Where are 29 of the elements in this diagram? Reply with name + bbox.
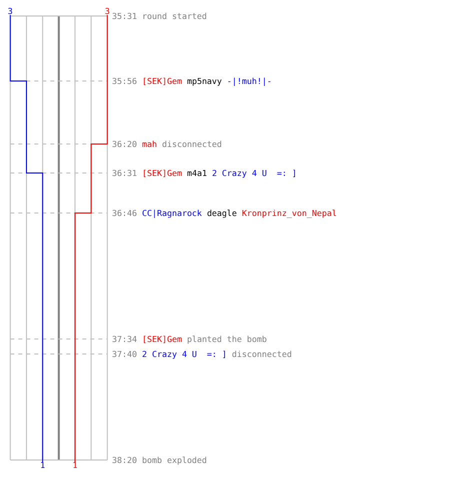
time-label: 35:31 [112,10,137,20]
player-name: 2 Crazy 4 U =: ] [212,168,297,178]
player-name: [SEK]Gem [142,168,182,178]
event-text: planted the bomb [186,334,267,344]
weapon-name: mp5navy [186,76,222,86]
time-label: 38:20 [112,454,137,464]
value-label: 3 [104,7,110,16]
time-label: 35:56 [112,76,137,86]
time-label: 37:34 [112,334,137,344]
player-name: CC|Ragnarock [142,208,202,218]
time-label: 36:20 [112,138,137,148]
event-text: disconnected [232,348,292,358]
player-name: mah [142,138,157,148]
player-name: [SEK]Gem [142,76,182,86]
value-label: 1 [72,461,78,470]
time-label: 36:31 [112,168,137,178]
event-text: bomb exploded [142,454,207,464]
event-text: disconnected [162,138,222,148]
event-text: round started [142,10,207,20]
weapon-name: deagle [206,208,237,218]
time-label: 37:40 [112,348,137,358]
player-name: 2 Crazy 4 U =: ] [142,348,227,358]
player-name: [SEK]Gem [142,334,182,344]
weapon-name: m4a1 [186,168,207,178]
time-label: 36:46 [112,208,137,218]
value-label: 3 [8,7,13,16]
value-label: 1 [40,461,46,470]
player-name: -|!muh!|- [226,76,272,86]
player-name: Kronprinz_von_Nepal [242,208,337,218]
